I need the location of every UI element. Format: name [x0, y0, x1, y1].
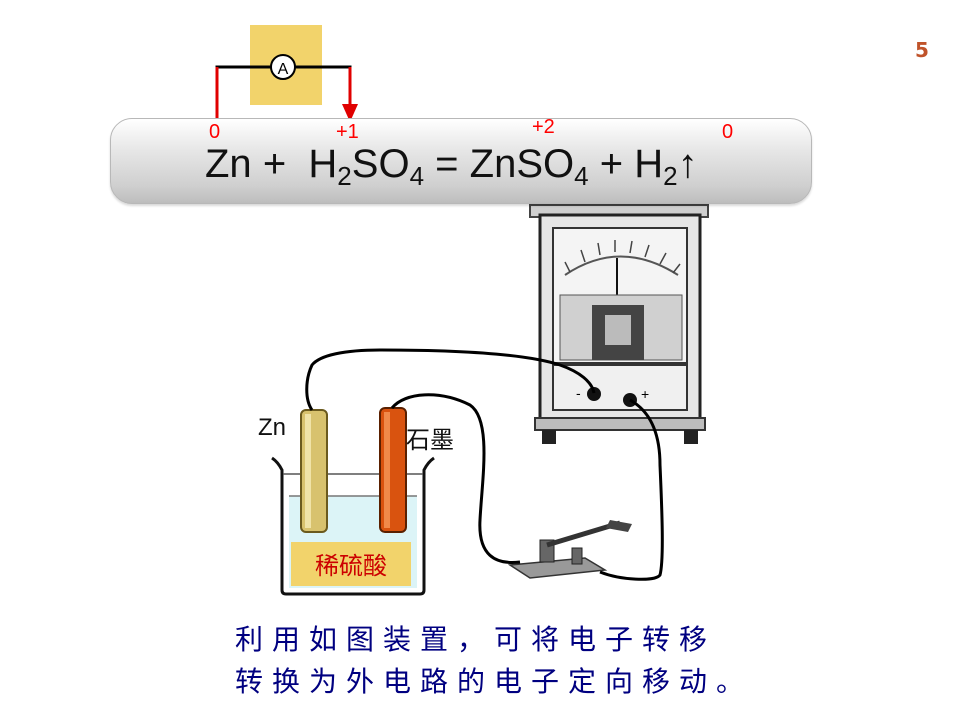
caption-line-1: 利用如图装置，可将电子转移 [235, 623, 717, 656]
gas-arrow-icon: ↑ [677, 142, 698, 186]
zinc-electrode-label: Zn [258, 414, 287, 441]
knife-switch [507, 520, 632, 579]
eq-equals: = [435, 142, 459, 186]
ox-state-zn-product: +2 [532, 116, 555, 138]
wire-graphite-to-switch [390, 393, 521, 564]
caption-line-2: 转换为外电路的电子定向移动。 [235, 665, 754, 698]
eq-reactant-zinc: Zn [205, 142, 252, 186]
graphite-electrode-label: 石墨 [406, 426, 454, 454]
solution-label: 稀硫酸 [315, 552, 387, 580]
wire-zinc-to-galvanometer [305, 348, 596, 411]
ammeter-symbol-letter: A [278, 61, 289, 78]
electron-transfer-arrowhead [342, 104, 358, 122]
wire-galvanometer-to-switch [599, 398, 664, 581]
ammeter-symbol-circle [270, 54, 296, 80]
eq-product-zinc-sulfate: ZnSO4 [469, 142, 589, 191]
page-number: 5 [915, 38, 929, 62]
galvanometer [529, 204, 709, 444]
graphite-electrode [379, 407, 407, 533]
zinc-electrode [300, 409, 328, 533]
ox-state-h-product: 0 [722, 121, 734, 143]
eq-plus-1: + [262, 142, 287, 186]
eq-plus-2: + [599, 142, 624, 186]
ox-state-zn-reactant: 0 [209, 121, 221, 143]
chemical-equation: Zn + H2SO4 = ZnSO4 + H2↑ [205, 140, 698, 200]
galvanometer-minus-label: - [576, 385, 581, 401]
galvanometer-plus-label: + [641, 386, 649, 402]
ox-state-h-reactant: +1 [336, 121, 359, 143]
equation-bar [110, 118, 812, 204]
eq-reactant-acid: H2SO4 [308, 142, 425, 191]
eq-product-hydrogen: H2↑ [634, 142, 698, 191]
